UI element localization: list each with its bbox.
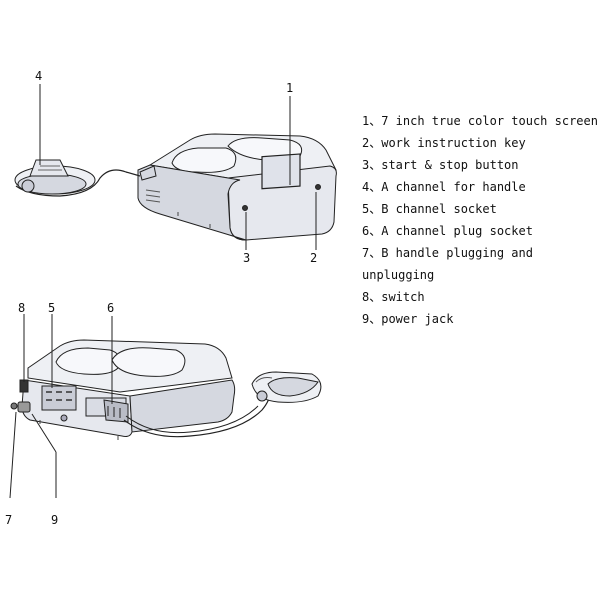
parts-legend: 1、7 inch true color touch screen 2、work … <box>362 110 598 330</box>
device-rear-view <box>10 339 236 440</box>
legend-item: 7、B handle plugging and unplugging <box>362 242 598 286</box>
legend-text: 2、work instruction key <box>362 136 526 150</box>
legend-item: 2、work instruction key <box>362 132 598 154</box>
legend-text: 6、A channel plug socket <box>362 224 533 238</box>
legend-text: 5、B channel socket <box>362 202 497 216</box>
b-channel-socket <box>41 385 77 411</box>
leader-9 <box>31 413 57 453</box>
legend-text: 7、B handle plugging and unplugging <box>362 246 533 282</box>
start-stop-button <box>242 205 248 211</box>
legend-item: 4、A channel for handle <box>362 176 598 198</box>
callout-8: 8 <box>18 301 25 315</box>
callout-6: 6 <box>107 301 114 315</box>
callout-1: 1 <box>286 81 293 95</box>
legend-text: 3、start & stop button <box>362 158 519 172</box>
callout-7: 7 <box>5 513 12 527</box>
work-instruction-key <box>315 184 321 190</box>
rear-pad-left <box>55 347 121 375</box>
legend-text: 8、switch <box>362 290 425 304</box>
touch-screen <box>261 153 301 190</box>
handle-a <box>14 159 96 195</box>
rear-pad-right <box>111 347 186 377</box>
device-front-view <box>137 133 337 241</box>
callout-3: 3 <box>243 251 250 265</box>
callout-2: 2 <box>310 251 317 265</box>
cable-a <box>15 169 141 197</box>
legend-item: 9、power jack <box>362 308 598 330</box>
top-pad-left <box>171 147 237 173</box>
legend-text: 4、A channel for handle <box>362 180 526 194</box>
legend-item: 8、switch <box>362 286 598 308</box>
legend-item: 3、start & stop button <box>362 154 598 176</box>
legend-text: 9、power jack <box>362 312 454 326</box>
legend-item: 5、B channel socket <box>362 198 598 220</box>
callout-5: 5 <box>48 301 55 315</box>
legend-item: 1、7 inch true color touch screen <box>362 110 598 132</box>
callout-9: 9 <box>51 513 58 527</box>
callout-4: 4 <box>35 69 42 83</box>
legend-item: 6、A channel plug socket <box>362 220 598 242</box>
legend-text: 1、7 inch true color touch screen <box>362 114 598 128</box>
handle-b <box>251 371 322 403</box>
leader-7 <box>9 411 17 499</box>
power-jack <box>17 401 31 413</box>
